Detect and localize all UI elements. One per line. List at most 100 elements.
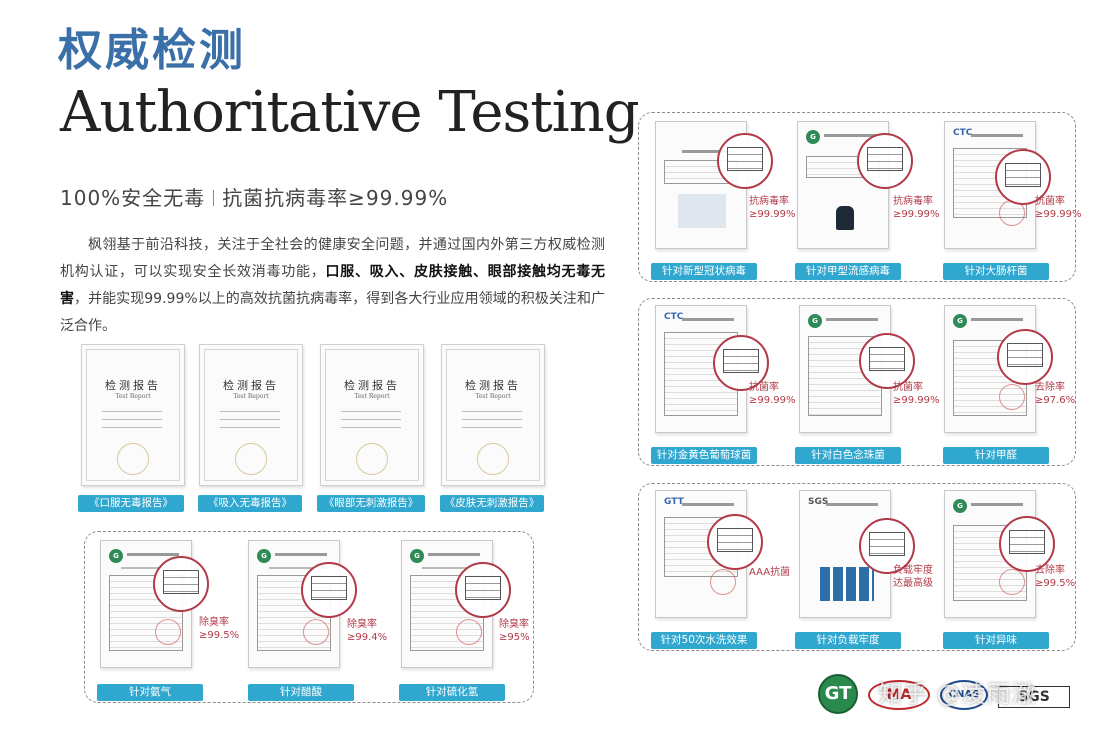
report-frame: [86, 349, 180, 481]
report-cover-eye: 检测报告 Test Report: [320, 344, 424, 486]
report-line: [462, 419, 522, 420]
magnifier-icon: [857, 133, 913, 189]
label-wash: 针对50次水洗效果: [651, 632, 757, 649]
lab-logo-icon: G: [953, 499, 967, 513]
intro-text-2: ，并能实现99.99%以上的高效抗菌抗病毒率，得到各大行业应用领域的积极关注和广…: [60, 291, 605, 334]
tagline: 100%安全无毒抗菌抗病毒率≥99.99%: [60, 182, 448, 211]
report-line: [220, 411, 280, 412]
cert-header: [824, 134, 876, 137]
report-label-oral: 《口服无毒报告》: [78, 495, 184, 512]
report-frame: [446, 349, 540, 481]
magnifier-icon: [153, 556, 209, 612]
magnified-table: [717, 528, 753, 552]
label-ammonia: 针对氨气: [97, 684, 203, 701]
report-cover-inhale: 检测报告 Test Report: [199, 344, 303, 486]
rate-formaldehyde: 去除率 ≥97.6%: [1035, 382, 1076, 406]
seal-icon: [356, 443, 388, 475]
cert-header: [971, 318, 1023, 321]
product-photo: [678, 194, 726, 228]
stamp-icon: [303, 619, 329, 645]
cert-header: [826, 318, 878, 321]
report-label-skin: 《皮肤无刺激报告》: [440, 495, 544, 512]
report-line: [341, 419, 401, 420]
rate-odor: 去除率 ≥99.5%: [1035, 565, 1076, 589]
report-line: [462, 411, 522, 412]
cert-header: [269, 567, 325, 569]
label-candida: 针对白色念珠菌: [795, 447, 901, 464]
label-e-coli: 针对大肠杆菌: [943, 263, 1049, 280]
wash-test-group: GTT AAA抗菌 针对50次水洗效果 SGS 负载牢度 达最高级 针对负载牢度…: [638, 483, 1076, 651]
magnified-table: [1007, 343, 1043, 367]
magnified-table: [1009, 530, 1045, 554]
gt-logo-icon: GT: [818, 674, 858, 714]
report-title: 检测报告: [465, 379, 521, 392]
rate-fastness: 负载牢度 达最高级: [893, 565, 933, 589]
rate-e-coli: 抗菌率 ≥99.99%: [1035, 196, 1082, 220]
magnifier-icon: [859, 333, 915, 389]
magnifier-icon: [707, 514, 763, 570]
lab-logo-icon: GTT: [664, 497, 684, 507]
certificate: G: [944, 490, 1036, 618]
stamp-icon: [999, 384, 1025, 410]
report-title: 检测报告: [223, 379, 279, 392]
lab-logo-icon: G: [257, 549, 271, 563]
label-acetic-acid: 针对醋酸: [248, 684, 354, 701]
page-title-en: Authoritative Testing: [60, 80, 640, 145]
report-frame: [325, 349, 419, 481]
label-odor: 针对异味: [943, 632, 1049, 649]
label-influenza-a: 针对甲型流感病毒: [795, 263, 901, 280]
report-line: [341, 411, 401, 412]
seal-icon: [477, 443, 509, 475]
report-label-eye: 《眼部无刺激报告》: [317, 495, 425, 512]
label-covid: 针对新型冠状病毒: [651, 263, 757, 280]
magnified-table: [723, 349, 759, 373]
magnifier-icon: [455, 562, 511, 618]
lab-logo-icon: G: [410, 549, 424, 563]
magnifier-icon: [999, 516, 1055, 572]
label-staph-aureus: 针对金黄色葡萄球菌: [651, 447, 757, 464]
report-subtitle: Test Report: [475, 393, 511, 400]
magnified-table: [727, 147, 763, 171]
magnified-table: [465, 576, 501, 600]
magnified-table: [1005, 163, 1041, 187]
lab-logo-icon: G: [109, 549, 123, 563]
bacteria-test-group: CTC 抗菌率 ≥99.99% 针对金黄色葡萄球菌 G 抗菌率 ≥99.99% …: [638, 298, 1076, 466]
rate-staph-aureus: 抗菌率 ≥99.99%: [749, 382, 796, 406]
page-title-cn: 权威检测: [58, 25, 246, 76]
tagline-safety: 100%安全无毒: [60, 186, 206, 210]
cert-header: [275, 553, 327, 556]
cert-header: [682, 150, 734, 153]
product-photo: [836, 206, 854, 230]
report-line: [341, 427, 401, 428]
rate-covid: 抗病毒率 ≥99.99%: [749, 196, 796, 220]
magnifier-icon: [995, 149, 1051, 205]
report-line: [102, 427, 162, 428]
virus-test-group: 抗病毒率 ≥99.99% 针对新型冠状病毒 G 抗病毒率 ≥99.99% 针对甲…: [638, 112, 1082, 282]
report-frame: [204, 349, 298, 481]
report-cover-skin: 检测报告 Test Report: [441, 344, 545, 486]
watermark: 知乎 @凌雨澈: [878, 680, 1037, 708]
cma-logo-icon: MA: [868, 680, 930, 710]
cert-header: [428, 553, 480, 556]
rate-hydrogen-sulfide: 除臭率 ≥95%: [499, 619, 530, 643]
report-line: [220, 419, 280, 420]
lab-logo-icon: G: [953, 314, 967, 328]
magnified-table: [867, 147, 903, 171]
stamp-icon: [155, 619, 181, 645]
magnified-table: [869, 532, 905, 556]
report-subtitle: Test Report: [115, 393, 151, 400]
magnified-table: [311, 576, 347, 600]
rate-candida: 抗菌率 ≥99.99%: [893, 382, 940, 406]
lab-logo-icon: G: [808, 314, 822, 328]
tagline-divider: [213, 190, 215, 206]
label-formaldehyde: 针对甲醛: [943, 447, 1049, 464]
cert-header: [971, 134, 1023, 137]
tagline-antiviral: 抗菌抗病毒率≥99.99%: [222, 186, 449, 210]
cnas-logo-icon: CNAS: [940, 680, 988, 710]
seal-icon: [117, 443, 149, 475]
report-label-inhale: 《吸入无毒报告》: [198, 495, 302, 512]
seal-icon: [235, 443, 267, 475]
rate-acetic-acid: 除臭率 ≥99.4%: [347, 619, 388, 643]
magnified-table: [869, 347, 905, 371]
label-hydrogen-sulfide: 针对硫化氢: [399, 684, 505, 701]
